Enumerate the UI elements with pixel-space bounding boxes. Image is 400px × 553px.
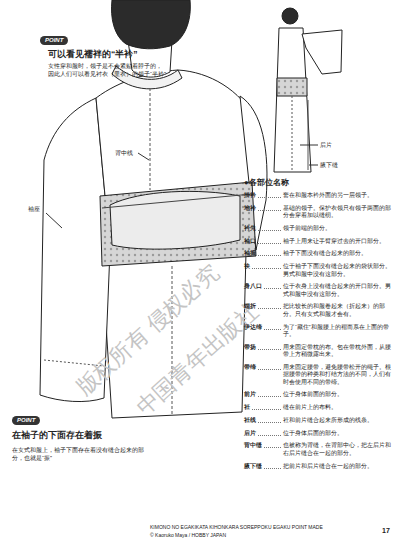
dotted-leader [258, 210, 281, 211]
dotted-leader [264, 329, 281, 330]
dotted-leader [258, 435, 281, 436]
page-number: 17 [382, 526, 396, 535]
term-description: 用来固定腰带，避免腰带松开的绳子。根据腰带的种类和打结方法的不同，人们有时会使用… [283, 364, 395, 386]
dotted-leader [264, 288, 281, 289]
section-heading: ●各部位名称 [244, 178, 364, 188]
dotted-leader [258, 369, 281, 370]
dotted-leader [258, 230, 281, 231]
term-description: 位于袖子下面没有缝合起来的袋状部分。男式和服中没有这部分。 [283, 263, 395, 278]
point-heading: 在袖子的下面存在着振 [12, 430, 182, 441]
dotted-leader [252, 409, 281, 410]
part-label: 背中线 [115, 149, 139, 157]
term-label: 衽线 [244, 417, 278, 424]
part-label: 袖座 [28, 205, 48, 213]
term-label: 腋下缝 [244, 463, 278, 470]
term-description: 位于身体前面的部分。 [283, 391, 395, 398]
term-label: 带缔 [244, 364, 278, 371]
term-description: 为了“藏住”和服腰上的褶而系在上面的带子。 [283, 324, 395, 339]
dotted-leader [258, 422, 281, 423]
badge-text: POINT [45, 37, 63, 43]
dotted-leader [252, 268, 281, 269]
part-label: 腋下缝 [320, 161, 350, 169]
dotted-leader [258, 396, 281, 397]
term-description: 用来固定带枕的布。包在带枕外面，从腰带上方稍微露出来。 [283, 344, 395, 359]
part-label: 后片 [320, 141, 350, 149]
footer-text: © Kaoruko Maya / HOBBY JAPAN [150, 532, 350, 539]
term-label: 背中缝 [244, 442, 278, 449]
term-label: 袖口 [244, 238, 278, 245]
point-heading: 可以看见襦袢的“半衿” [48, 49, 208, 60]
term-label: 身八口 [244, 283, 278, 290]
term-description: 基础的领子。保护衣领只有领子两面的部分会穿着加以缝纫。 [283, 205, 395, 220]
term-description: 位于衣身上没有缝合起来的开口部分。男式和服中没有这部分。 [283, 283, 395, 298]
term-description: 把前片和后片缝合在一起的部分。 [283, 463, 395, 470]
term-label: 端折 [244, 303, 278, 310]
term-description: 衽和前片缝合起来所形成的线条。 [283, 417, 395, 424]
term-label: 袂 [244, 263, 278, 270]
term-label: 后片 [244, 430, 278, 437]
point-note: 在女式和服上，袖子下面存在着没有缝合起来的部分，也就是“振” [12, 446, 152, 462]
footer-text: KIMONO NO EGAKIKATA KIHONKARA SOREPPOKU … [150, 524, 385, 531]
term-description: 袖子上用来让手臂穿过去的开口部分。 [283, 238, 395, 245]
point-badge: POINT [12, 416, 40, 425]
dotted-leader [264, 447, 281, 448]
term-label: 掛衿 [244, 192, 278, 199]
point-badge: POINT [40, 36, 68, 45]
term-label: 袖振 [244, 250, 278, 257]
dotted-leader [258, 308, 281, 309]
dotted-leader [258, 255, 281, 256]
term-description: 缝在前片上的布料。 [283, 404, 395, 411]
dotted-leader [258, 349, 281, 350]
term-label: 衿先 [244, 225, 278, 232]
term-label: 地衿 [244, 205, 278, 212]
term-description: 袖子下面没有缝合起来的部分。 [283, 250, 395, 257]
term-description: 套在和服本衿外面的另一层领子。 [283, 192, 395, 199]
term-description: 把比较长的和服卷起来（折起来）的部分。只有女式和服才会有。 [283, 303, 395, 318]
dotted-leader [264, 468, 281, 469]
term-label: 衽 [244, 404, 278, 411]
term-label: 前片 [244, 391, 278, 398]
term-label: 带扬 [244, 344, 278, 351]
term-label: 伊达缔 [244, 324, 278, 331]
point-note: 女性穿和服时，领子是不会紧贴着脖子的，因此人们可以看见衬衣（里衣）的领子“半衿” [48, 62, 166, 78]
term-description: 位于身体后面的部分。 [283, 430, 395, 437]
dotted-leader [258, 197, 281, 198]
term-description: 领子前端的部分。 [283, 225, 395, 232]
term-description: 也被称为背缝，在背部中心，把左后片和右后片缝合在一起的部分。 [283, 442, 395, 457]
badge-text: POINT [17, 417, 35, 423]
dotted-leader [258, 243, 281, 244]
